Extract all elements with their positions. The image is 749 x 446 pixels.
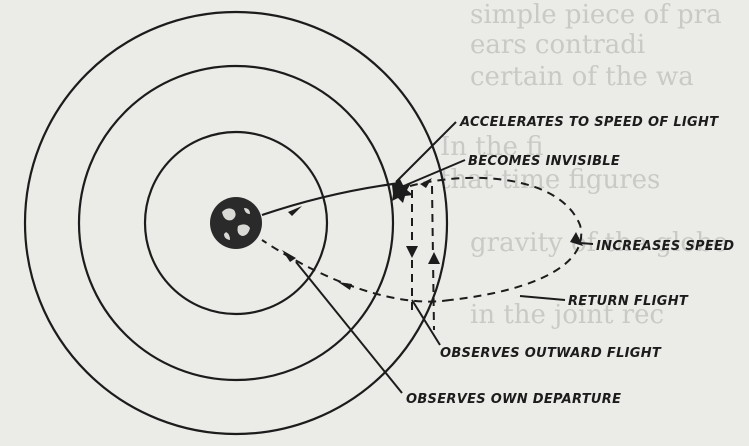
return-flight-arrow-1 (338, 282, 352, 290)
label-observes-own-departure: OBSERVES OWN DEPARTURE (406, 392, 621, 407)
label-becomes-invisible: BECOMES INVISIBLE (468, 154, 620, 169)
return-flight-arrow-2 (282, 250, 296, 262)
label-accelerates: ACCELERATES TO SPEED OF LIGHT (459, 115, 719, 130)
outward-flight-path (262, 183, 400, 215)
label-increases-speed: INCREASES SPEED (596, 239, 734, 254)
leader-return (520, 296, 565, 300)
label-return-flight: RETURN FLIGHT (568, 294, 689, 309)
leader-observes-outward (412, 300, 440, 345)
vertical-up-arrow (428, 252, 440, 264)
outward-flight-arrow (288, 206, 302, 216)
invisible-outward-path (410, 178, 581, 300)
earth-globe-icon (210, 197, 262, 249)
leader-increases (580, 243, 593, 244)
label-observes-outward-flight: OBSERVES OUTWARD FLIGHT (440, 346, 662, 361)
invisible-outward-arrow (420, 178, 432, 188)
leader-observes-departure (296, 262, 402, 393)
vertical-down-arrow (406, 246, 418, 258)
return-flight-path (262, 240, 450, 302)
